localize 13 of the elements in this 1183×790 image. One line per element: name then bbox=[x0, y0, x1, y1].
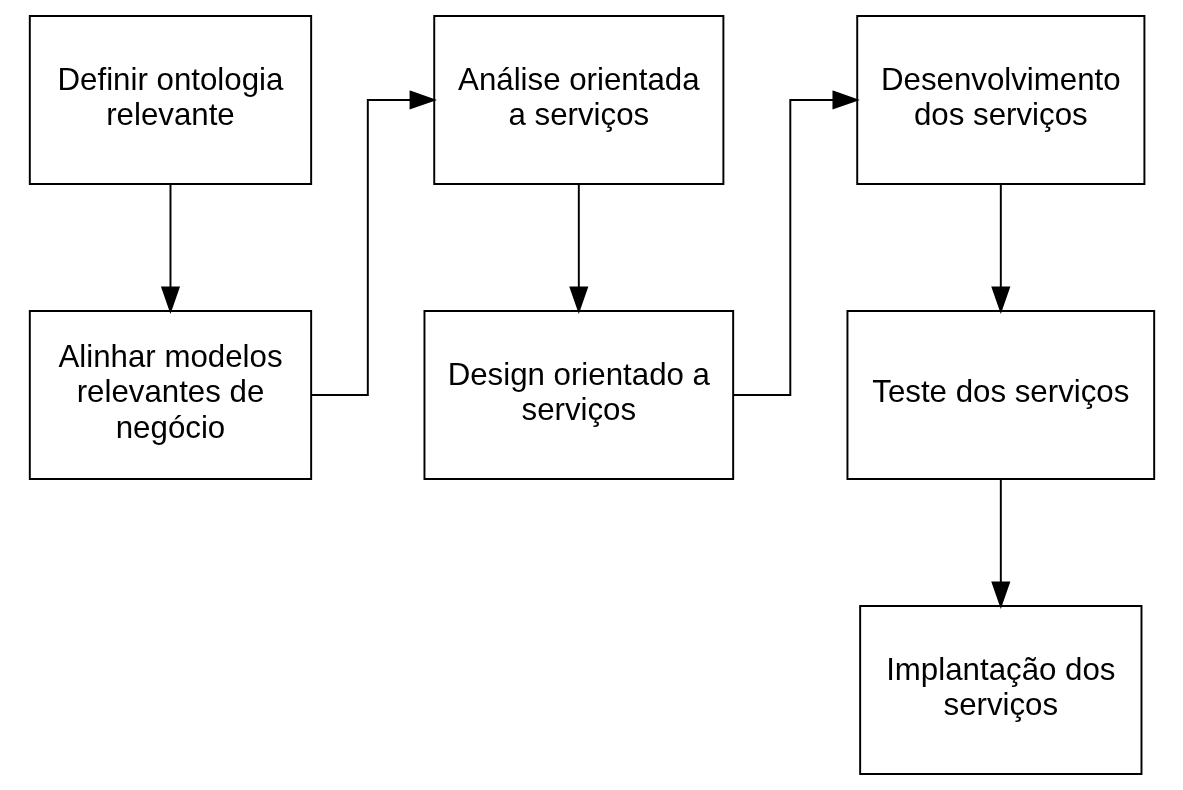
node-box: Desenvolvimento dos serviços bbox=[855, 15, 1145, 185]
node-box: Design orientado a serviços bbox=[423, 310, 734, 480]
node-box: Implantação dos serviços bbox=[858, 605, 1142, 775]
arrow bbox=[990, 478, 1010, 609]
node-box: Teste dos serviços bbox=[845, 310, 1155, 480]
arrow bbox=[732, 90, 860, 396]
node-box: Alinhar modelos relevantes de negócio bbox=[28, 310, 312, 480]
arrow bbox=[160, 183, 180, 314]
arrow bbox=[309, 90, 437, 396]
node-box: Definir ontologia relevante bbox=[28, 15, 312, 185]
arrow bbox=[990, 183, 1010, 314]
arrow bbox=[568, 183, 588, 314]
node-box: Análise orientada a serviços bbox=[432, 15, 724, 185]
